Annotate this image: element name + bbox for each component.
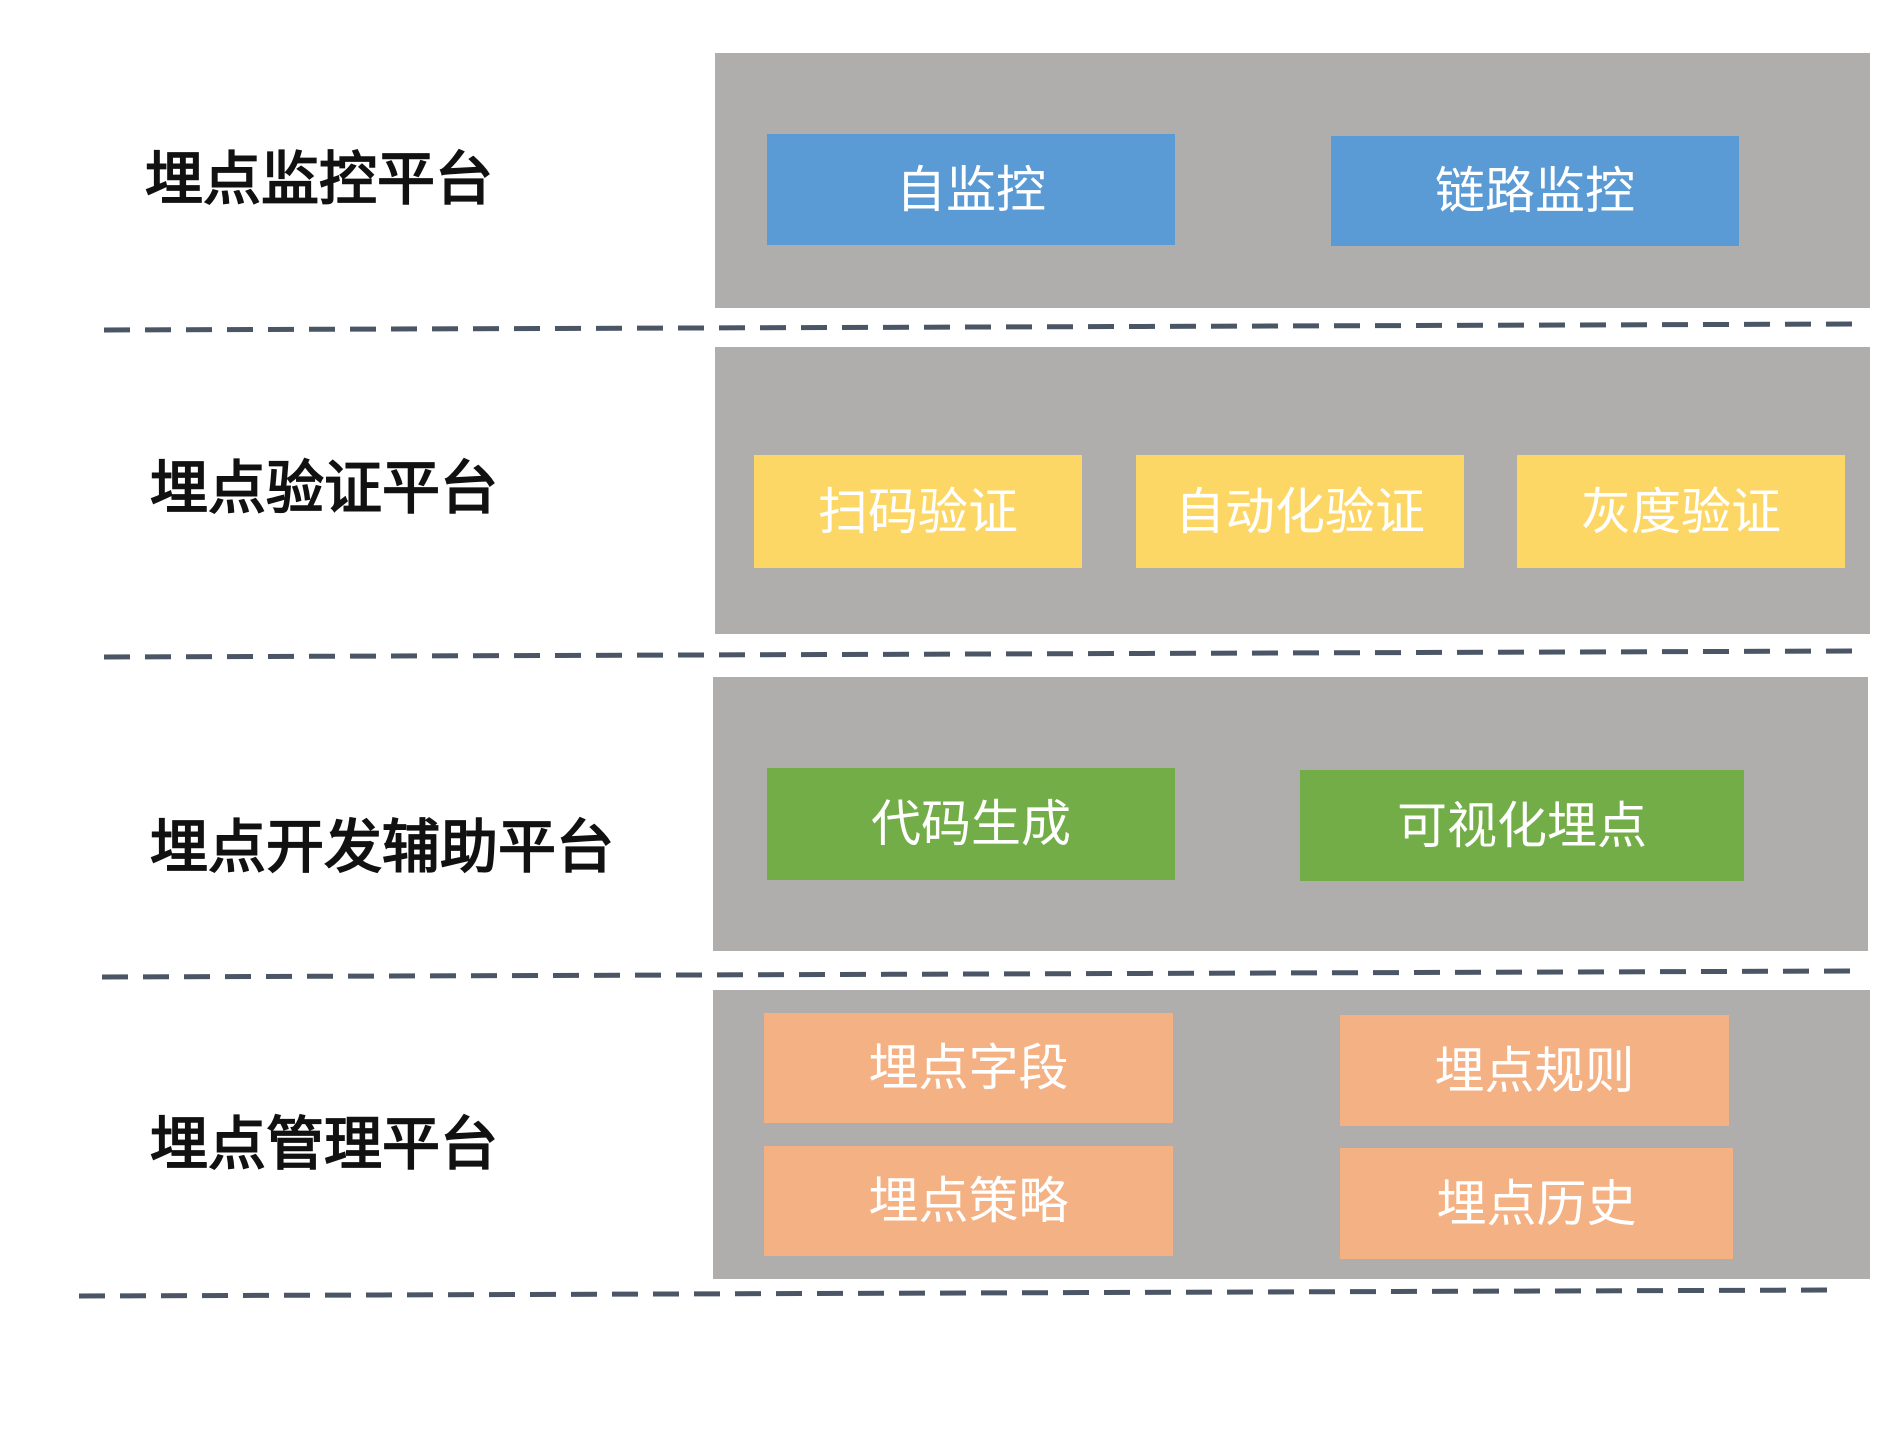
link-monitoring-box: 链路监控	[1331, 136, 1739, 246]
divider-line-1	[103, 321, 1861, 333]
self-monitoring-box: 自监控	[767, 134, 1175, 245]
layer-label-management: 埋点管理平台	[150, 1110, 499, 1178]
scan-validation-box: 扫码验证	[754, 455, 1082, 568]
tracking-rules-box: 埋点规则	[1340, 1015, 1729, 1126]
visual-tracking-box: 可视化埋点	[1300, 770, 1744, 881]
gray-validation-box: 灰度验证	[1517, 455, 1845, 568]
code-generation-box: 代码生成	[767, 768, 1175, 880]
divider-line-3	[101, 968, 1859, 980]
tracking-history-box: 埋点历史	[1340, 1148, 1733, 1259]
divider-line-4	[78, 1287, 1839, 1299]
divider-line-2	[103, 648, 1861, 660]
layer-label-validation: 埋点验证平台	[150, 454, 499, 522]
auto-validation-box: 自动化验证	[1136, 455, 1464, 568]
tracking-fields-box: 埋点字段	[764, 1013, 1173, 1123]
tracking-strategy-box: 埋点策略	[764, 1146, 1173, 1256]
layer-label-monitoring: 埋点监控平台	[145, 145, 494, 213]
layer-label-dev-assist: 埋点开发辅助平台	[150, 813, 615, 881]
